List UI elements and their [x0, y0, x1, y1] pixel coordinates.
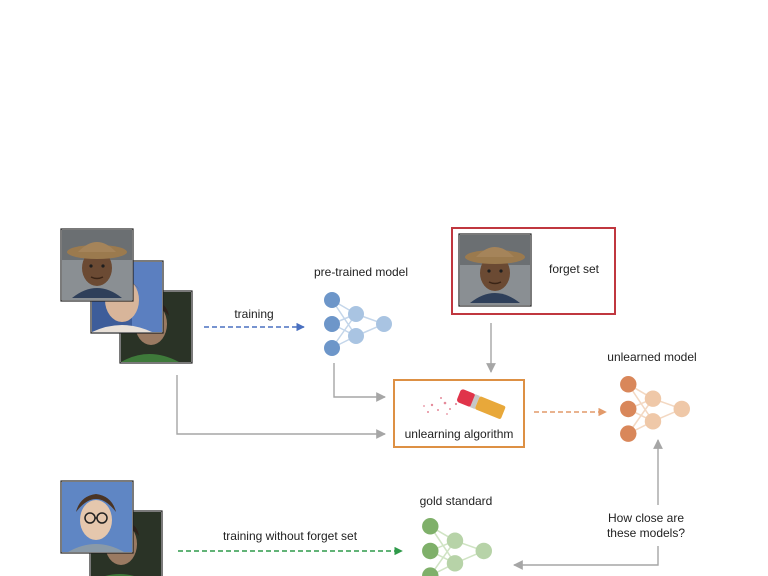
eraser-icon	[423, 389, 506, 419]
question-line-1: How close are	[608, 511, 684, 525]
data-to-unlearning-arrow	[176, 375, 386, 439]
forget-set-label: forget set	[549, 262, 600, 276]
question-line-2: these models?	[607, 526, 685, 540]
unlearned-model-icon	[619, 375, 690, 443]
face-photo-icon	[62, 482, 132, 552]
training-label: training	[234, 307, 273, 321]
pretrained-model-label: pre-trained model	[314, 265, 408, 279]
unlearning-algorithm-label: unlearning algorithm	[405, 427, 514, 441]
pretrained-to-unlearning-arrow	[333, 363, 386, 402]
unlearned-model-label: unlearned model	[607, 350, 696, 364]
gold-standard-model-icon	[421, 517, 492, 576]
training-without-forget-label: training without forget set	[223, 529, 358, 543]
pretrained-model-icon	[323, 291, 392, 357]
training-photo-stack	[60, 228, 193, 364]
gold-standard-label: gold standard	[420, 494, 493, 508]
face-photo-icon	[460, 235, 530, 305]
compare-to-gold-arrow	[513, 546, 659, 570]
face-photo-icon	[62, 230, 132, 300]
retain-photo-stack	[60, 480, 163, 576]
